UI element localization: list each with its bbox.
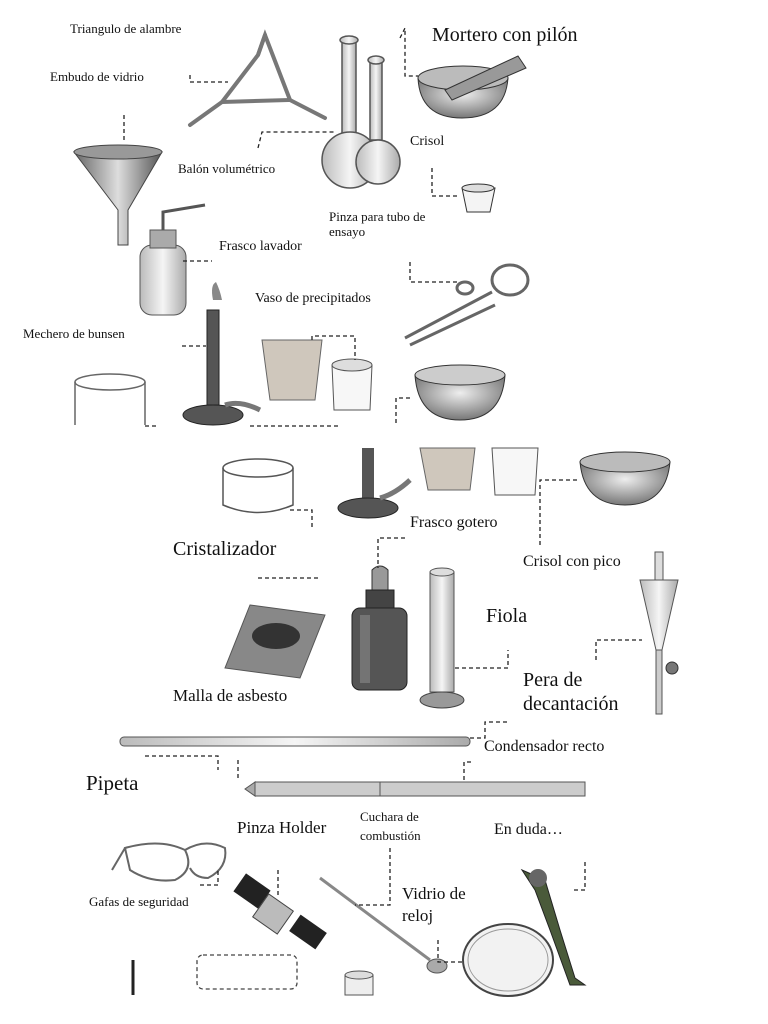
label-balon: Balón volumétrico bbox=[178, 161, 276, 176]
label-cuchara: Cuchara de combustión bbox=[360, 809, 421, 843]
graduated-cylinder-illustration bbox=[419, 567, 465, 709]
label-pinza-holder: Pinza Holder bbox=[237, 818, 327, 837]
label-triangulo: Triangulo de alambre bbox=[70, 21, 182, 36]
test-tube-clamp-illustration bbox=[404, 263, 530, 347]
section-divider bbox=[0, 428, 768, 446]
crystallizer-illustration bbox=[222, 458, 294, 514]
safety-goggles-illustration bbox=[111, 842, 227, 882]
evaporating-dish-bottom-illustration bbox=[579, 451, 671, 506]
holder-clamp-illustration bbox=[233, 873, 327, 950]
label-crisol-pico: Crisol con pico bbox=[523, 553, 621, 570]
watch-glass-illustration bbox=[462, 923, 554, 997]
crystallizer-top-illustration bbox=[74, 373, 146, 425]
beaker-illustration bbox=[261, 339, 373, 411]
label-crisol: Crisol bbox=[410, 134, 445, 149]
label-en-duda: En duda… bbox=[494, 821, 563, 838]
label-fiola: Fiola bbox=[486, 605, 528, 627]
label-embudo: Embudo de vidrio bbox=[50, 69, 144, 84]
mortar-illustration bbox=[417, 55, 527, 119]
evaporating-dish-illustration bbox=[414, 364, 506, 421]
combustion-spoon-illustration bbox=[319, 876, 448, 974]
label-mortero: Mortero con pilón bbox=[432, 24, 578, 46]
pipette-illustration bbox=[244, 781, 586, 797]
bunsen-base-illustration bbox=[337, 448, 412, 519]
bunsen-burner-illustration bbox=[182, 282, 262, 426]
label-vidrio-reloj: Vidrio de reloj bbox=[402, 884, 466, 926]
small-cup-illustration bbox=[344, 970, 374, 996]
label-malla: Malla de asbesto bbox=[173, 686, 288, 705]
label-condensador: Condensador recto bbox=[484, 738, 605, 755]
label-vaso: Vaso de precipitados bbox=[255, 291, 371, 306]
asbestos-gauze-illustration bbox=[224, 604, 326, 679]
label-mechero: Mechero de bunsen bbox=[23, 326, 125, 341]
label-pipeta: Pipeta bbox=[86, 771, 139, 795]
label-frasco-gotero: Frasco gotero bbox=[410, 514, 498, 531]
empty-label-box bbox=[196, 954, 298, 990]
label-cristalizador: Cristalizador bbox=[173, 538, 277, 560]
unknown-clamp-illustration bbox=[520, 868, 587, 986]
label-frasco-lavador: Frasco lavador bbox=[219, 239, 302, 254]
straight-condenser-illustration bbox=[119, 736, 471, 747]
wash-bottle-illustration bbox=[139, 203, 206, 316]
label-gafas: Gafas de seguridad bbox=[89, 894, 189, 909]
wire-triangle-illustration bbox=[188, 29, 327, 127]
label-pinza-tubo: Pinza para tubo de ensayo bbox=[329, 209, 426, 239]
dropper-bottle-illustration bbox=[351, 565, 408, 691]
separatory-funnel-illustration bbox=[639, 551, 679, 715]
volumetric-flask-illustration bbox=[321, 35, 401, 189]
crucible-illustration bbox=[461, 183, 496, 213]
beaker-bottom-illustration bbox=[419, 447, 539, 496]
funnel-illustration bbox=[72, 144, 163, 246]
label-pera: Pera de decantación bbox=[523, 669, 619, 715]
